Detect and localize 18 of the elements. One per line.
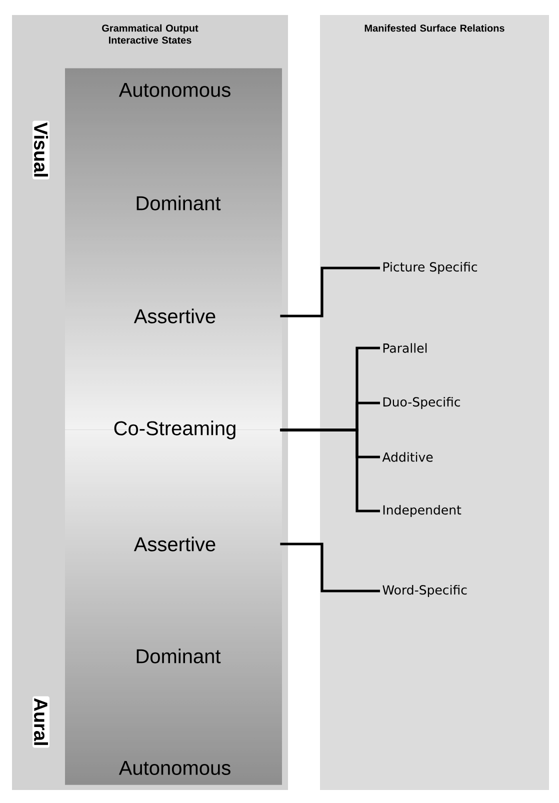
side-label: Aural: [32, 696, 50, 748]
relation-label: Independent: [383, 504, 462, 518]
side-label: Visual: [32, 120, 50, 180]
relation-label: Additive: [382, 452, 433, 462]
state-label: Assertive: [134, 308, 216, 324]
state-label: Autonomous: [118, 83, 230, 97]
connector-line: [280, 428, 380, 512]
state-label: Dominant: [136, 196, 221, 210]
relation-label: Word-Specific: [382, 584, 467, 598]
state-label: Dominant: [136, 648, 221, 664]
connector-line: [280, 542, 380, 592]
state-label: Autonomous: [118, 761, 230, 775]
relation-label: Duo-Specific: [383, 396, 460, 410]
state-label: Assertive: [134, 536, 216, 552]
state-label: Co-Streaming: [114, 420, 236, 440]
connector-line: [280, 266, 380, 318]
relation-label: Picture Specific: [383, 262, 478, 274]
relation-label: Parallel: [383, 343, 427, 353]
